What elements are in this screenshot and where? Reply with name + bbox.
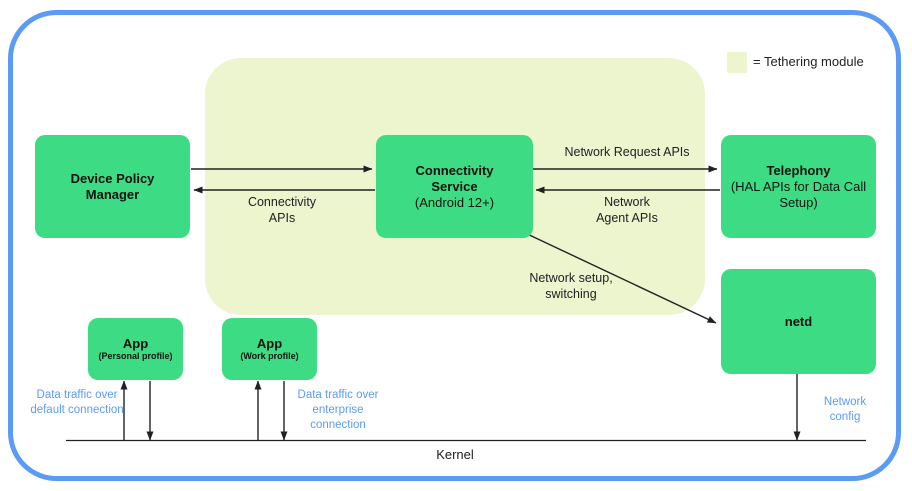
edge-label-network-request-apis: Network Request APIs xyxy=(564,145,690,159)
kernel-label: Kernel xyxy=(436,447,474,462)
node-device-policy-manager-title: Device Policy xyxy=(70,170,155,186)
node-app-personal-profile[interactable]: App (Personal profile) xyxy=(88,318,183,380)
node-telephony-title: Telephony xyxy=(766,162,831,178)
legend-swatch-tethering xyxy=(727,52,747,73)
node-app-personal-profile-subtitle: (Personal profile) xyxy=(98,351,173,361)
node-telephony-subtitle: (HAL APIs for Data Call Setup) xyxy=(730,178,867,210)
node-connectivity-service-subtitle: (Android 12+) xyxy=(414,194,495,210)
node-device-policy-manager[interactable]: Device Policy Manager xyxy=(35,135,190,238)
node-app-work-profile-subtitle: (Work profile) xyxy=(240,351,299,361)
node-app-work-profile-title: App xyxy=(256,336,283,351)
node-connectivity-service-title: Connectivity xyxy=(415,162,494,178)
node-connectivity-service-title-line2: Service xyxy=(431,178,478,194)
traffic-label-default-connection: Data traffic over default connection xyxy=(30,389,124,416)
node-netd[interactable]: netd xyxy=(721,269,876,374)
node-app-personal-profile-title: App xyxy=(122,336,149,351)
legend-label-tethering: = Tethering module xyxy=(753,54,864,69)
arrow-connectivity-to-netd xyxy=(522,231,717,324)
traffic-label-enterprise-connection: Data traffic over enterprise connection xyxy=(297,389,379,431)
node-device-policy-manager-title-line2: Manager xyxy=(85,186,140,202)
traffic-label-network-config: Network config xyxy=(823,396,867,423)
node-telephony[interactable]: Telephony (HAL APIs for Data Call Setup) xyxy=(721,135,876,238)
node-netd-title: netd xyxy=(784,313,813,329)
node-app-work-profile[interactable]: App (Work profile) xyxy=(222,318,317,380)
device-boundary xyxy=(8,10,901,481)
edge-label-connectivity-apis: Connectivity APIs xyxy=(247,195,317,225)
edge-label-network-agent-apis: Network Agent APIs xyxy=(596,195,658,225)
edge-label-network-setup-switching: Network setup, switching xyxy=(529,271,613,301)
node-connectivity-service[interactable]: Connectivity Service (Android 12+) xyxy=(376,135,533,238)
